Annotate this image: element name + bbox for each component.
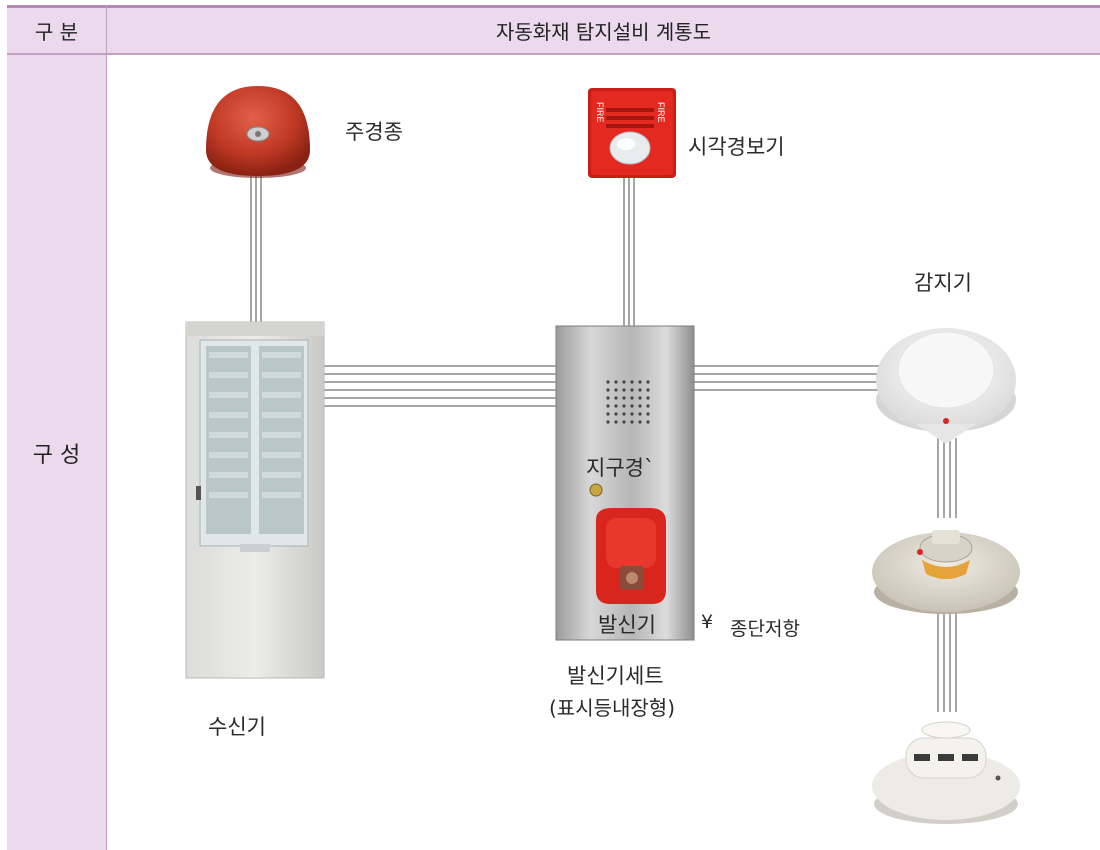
column-divider — [106, 5, 107, 850]
smoke-detector-icon — [876, 328, 1016, 444]
table-top-border — [7, 5, 1100, 8]
strobe-icon: FIRE FIRE — [588, 88, 676, 178]
strobe-fire-right: FIRE — [656, 102, 666, 123]
set-label-line2: (표시등내장형) — [549, 696, 676, 720]
row-label: 구 성 — [7, 55, 106, 850]
wire-strobe-set — [623, 178, 635, 328]
detector-label: 감지기 — [914, 271, 972, 295]
transmitter-label: 발신기 — [598, 613, 656, 637]
receiver-cabinet-icon — [185, 321, 325, 679]
earth-bell-label: 지구경` — [586, 456, 655, 480]
wire-bell-receiver — [250, 176, 262, 322]
resistor-mark: ¥ — [701, 611, 714, 633]
bell-label: 주경종 — [345, 120, 403, 144]
photo-detector-icon — [872, 721, 1020, 824]
header-divider — [7, 53, 1100, 55]
transmitter-set-icon — [555, 325, 695, 641]
wire-set-detector — [693, 365, 880, 391]
wire-detector-chain — [937, 438, 957, 712]
wire-receiver-set — [323, 365, 556, 407]
strobe-fire-left: FIRE — [595, 102, 605, 123]
speaker-grille — [606, 380, 650, 424]
strobe-label: 시각경보기 — [688, 135, 785, 159]
header-category: 구 분 — [7, 8, 106, 53]
fire-bell-icon — [206, 86, 310, 178]
receiver-label: 수신기 — [208, 715, 266, 739]
set-label-line1: 발신기세트 — [567, 664, 664, 688]
heat-detector-icon — [872, 530, 1020, 614]
resistor-label: 종단저항 — [730, 618, 800, 640]
header-title: 자동화재 탐지설비 계통도 — [107, 8, 1100, 53]
